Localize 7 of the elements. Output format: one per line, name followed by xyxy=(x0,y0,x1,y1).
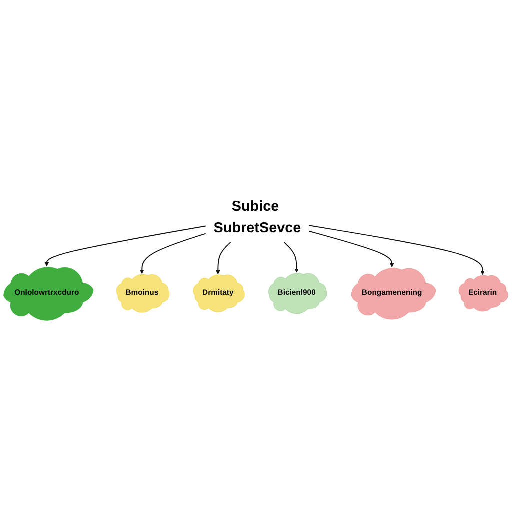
node-text: Subice SubretSevce xyxy=(214,198,302,236)
arrow xyxy=(140,233,206,274)
arrow xyxy=(284,242,299,273)
arrow xyxy=(308,230,394,268)
arrow xyxy=(44,226,206,266)
arrow xyxy=(216,242,232,274)
arrow xyxy=(308,224,485,275)
